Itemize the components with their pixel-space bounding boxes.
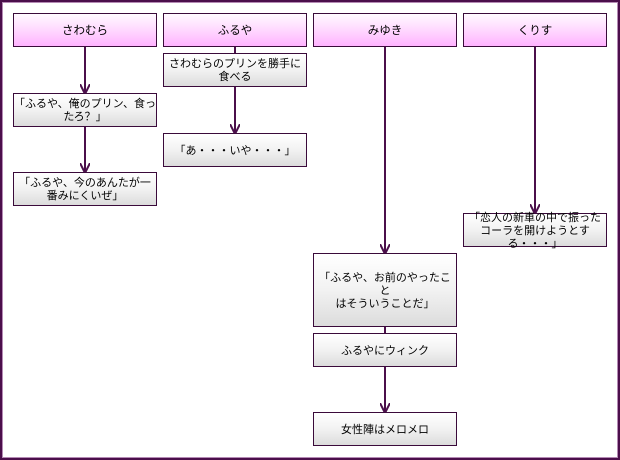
lane-header-kurisu: くりす	[463, 13, 607, 47]
lane-header-furuya: ふるや	[163, 13, 307, 47]
node-sawamura-ugly: 「ふるや、今のあんたが一 番みにくいぜ」	[13, 172, 157, 206]
node-kurisu-cola: 「恋人の新車の中で振った コーラを開けようとする・・・」	[463, 211, 607, 250]
lane-header-sawamura: さわむら	[13, 13, 157, 47]
node-furuya-well: 「あ・・・いや・・・」	[163, 133, 307, 167]
node-miyuki-wink: ふるやにウィンク	[313, 333, 457, 367]
node-miyuki-lecture: 「ふるや、お前のやったこと はそういうことだ」	[313, 253, 457, 327]
node-furuya-eat-pudding: さわむらのプリンを勝手に 食べる	[163, 53, 307, 87]
node-sawamura-accuse: 「ふるや、俺のプリン、食っ たろ？」	[13, 93, 157, 127]
node-miyuki-swoon: 女性陣はメロメロ	[313, 412, 457, 446]
lane-header-miyuki: みゆき	[313, 13, 457, 47]
